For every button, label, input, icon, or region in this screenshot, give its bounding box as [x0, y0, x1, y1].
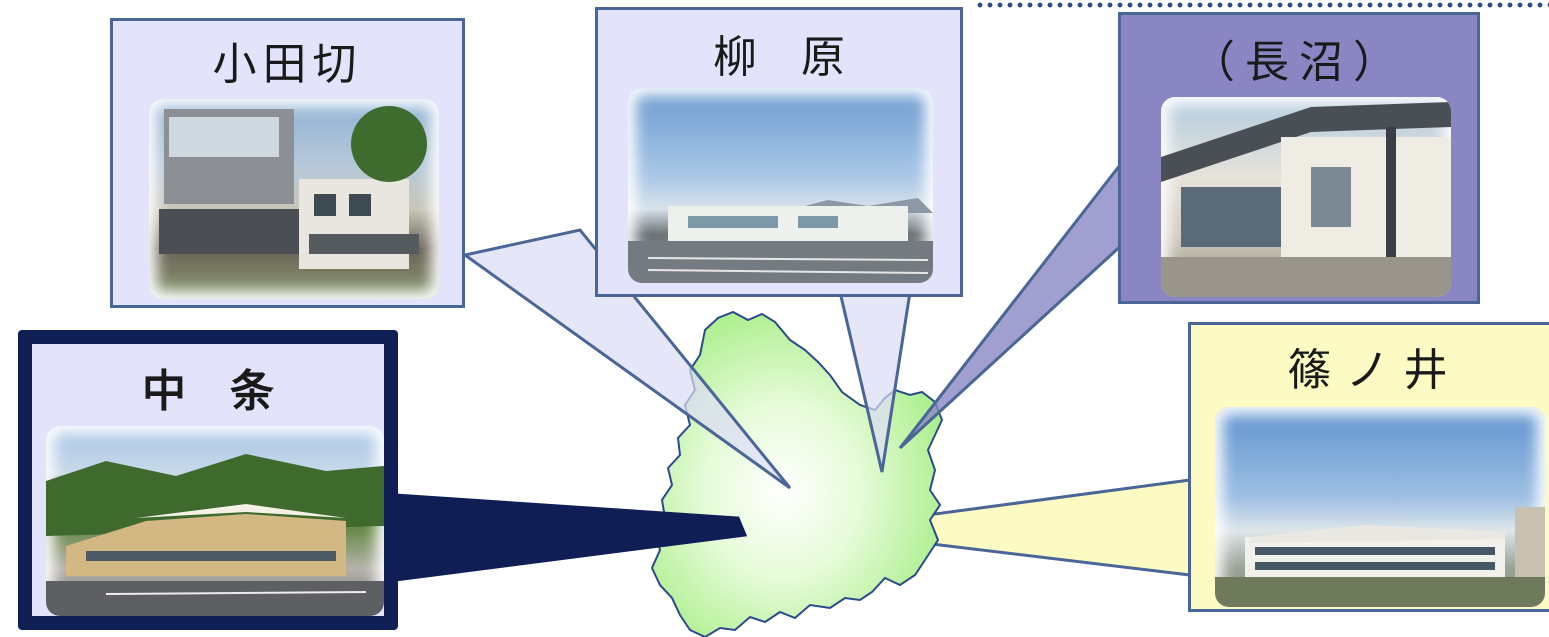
- naganuma-photo: [1161, 97, 1451, 297]
- yanagihara-photo: [628, 88, 933, 283]
- nakajo-callout: 中 条: [18, 330, 398, 630]
- dotted-rule: [975, 0, 1549, 10]
- nakajo-label: 中 条: [142, 366, 274, 417]
- shinonoi-callout: 篠ノ井: [1188, 322, 1549, 612]
- shinonoi-photo: [1215, 407, 1545, 607]
- nakajo-photo: [46, 426, 384, 616]
- odagiri-pointer: [461, 228, 792, 490]
- naganuma-callout: （長沼）: [1118, 12, 1480, 304]
- yanagihara-label: 柳 原: [713, 32, 845, 83]
- naganuma-label: （長沼）: [1191, 37, 1407, 88]
- shinonoi-label: 篠ノ井: [1287, 345, 1462, 396]
- yanagihara-callout: 柳 原: [595, 7, 963, 297]
- odagiri-photo: [149, 99, 439, 299]
- odagiri-callout: 小田切: [110, 18, 465, 308]
- city-map: [650, 310, 944, 637]
- odagiri-label: 小田切: [212, 39, 363, 90]
